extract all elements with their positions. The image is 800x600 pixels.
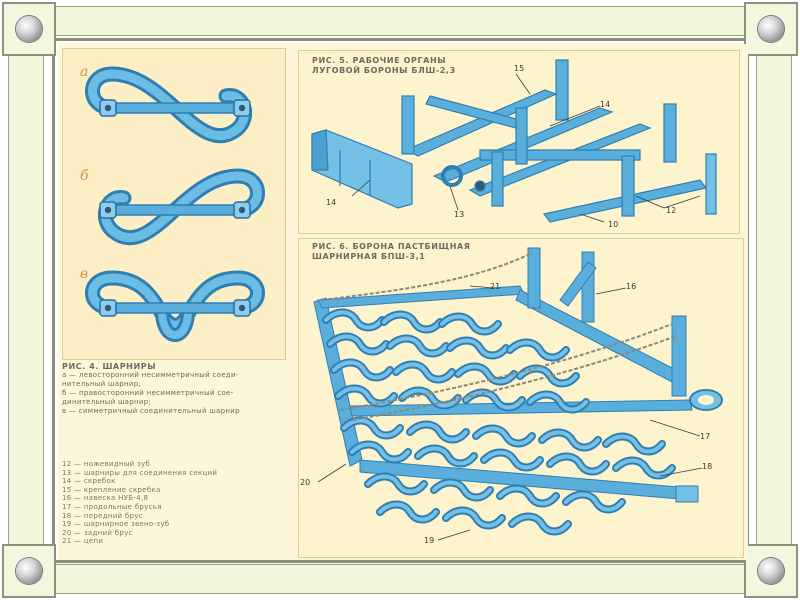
legend-item: 20 — задний брус <box>62 528 133 537</box>
fig6-title: РИС. 6. БОРОНА ПАСТБИЩНАЯ ШАРНИРНАЯ БПШ-… <box>312 242 471 262</box>
fig5-title: РИС. 5. РАБОЧИЕ ОРГАНЫ ЛУГОВОЙ БОРОНЫ БЛ… <box>312 56 456 76</box>
fig5-label-12: 12 <box>666 206 677 215</box>
rivet-icon <box>16 16 42 42</box>
fig5-label-14b: 14 <box>326 198 337 207</box>
rivet-icon <box>758 558 784 584</box>
corner-top-left <box>2 2 56 56</box>
frame-left-line <box>52 40 55 562</box>
fig6-label-19: 19 <box>424 536 435 545</box>
fig6-label-17: 17 <box>700 432 711 441</box>
frame-top-bar <box>28 6 772 36</box>
fig5-label-13: 13 <box>454 210 465 219</box>
fig4-desc-line: б — правосторонний несимметричный сое- <box>62 389 234 397</box>
rivet-icon <box>16 558 42 584</box>
rivet-icon <box>758 16 784 42</box>
fig4-caption: РИС. 4. ШАРНИРЫ а — левосторонний несимм… <box>62 362 292 416</box>
legend-item: 13 — шарниры для соединения секций <box>62 468 218 477</box>
frame-top-line <box>56 38 746 41</box>
legend-item: 12 — ножевидный зуб <box>62 460 151 468</box>
fig5-label-10: 10 <box>608 220 619 229</box>
fig4-desc-line: в — симметричный соединительный шарнир <box>62 407 240 415</box>
fig6-label-20: 20 <box>300 478 311 487</box>
corner-bottom-right <box>744 544 798 598</box>
fig6-title-line2: ШАРНИРНАЯ БПШ-3,1 <box>312 252 426 261</box>
mark-b: б <box>80 168 89 184</box>
fig5-title-line2: ЛУГОВОЙ БОРОНЫ БЛШ-2,3 <box>312 66 456 75</box>
fig5-label-15: 15 <box>514 64 525 73</box>
legend-item: 16 — навеска НУБ-4,8 <box>62 494 149 503</box>
frame-right-bar <box>756 26 792 574</box>
mark-v: в <box>80 266 89 282</box>
legend-item: 15 — крепление скребка <box>62 485 161 494</box>
fig6-label-16: 16 <box>626 282 637 291</box>
parts-legend: 12 — ножевидный зуб 13 — шарниры для сое… <box>62 460 217 546</box>
corner-top-right <box>744 2 798 56</box>
corner-bottom-left <box>2 544 56 598</box>
fig6-label-21: 21 <box>490 282 501 291</box>
fig4-desc-line: нительный шарнир; <box>62 380 142 388</box>
fig4-desc-line: динительный шарнир; <box>62 398 152 406</box>
fig4-title: РИС. 4. ШАРНИРЫ <box>62 362 157 371</box>
frame-bottom-line <box>56 560 746 563</box>
fig5-title-line1: РИС. 5. РАБОЧИЕ ОРГАНЫ <box>312 56 447 65</box>
fig6-title-line1: РИС. 6. БОРОНА ПАСТБИЩНАЯ <box>312 242 471 251</box>
legend-item: 18 — передний брус <box>62 511 143 520</box>
frame-bottom-bar <box>28 564 772 594</box>
legend-item: 17 — продольные брусья <box>62 502 162 511</box>
legend-item: 14 — скребок <box>62 477 116 486</box>
fig4-desc-line: а — левосторонний несимметричный соеди- <box>62 371 239 379</box>
fig5-label-14: 14 <box>600 100 611 109</box>
legend-item: 19 — шарнирное звено-зуб <box>62 520 170 529</box>
mark-a: а <box>80 64 89 80</box>
legend-item: 21 — цепи <box>62 537 104 546</box>
fig6-label-18: 18 <box>702 462 713 471</box>
